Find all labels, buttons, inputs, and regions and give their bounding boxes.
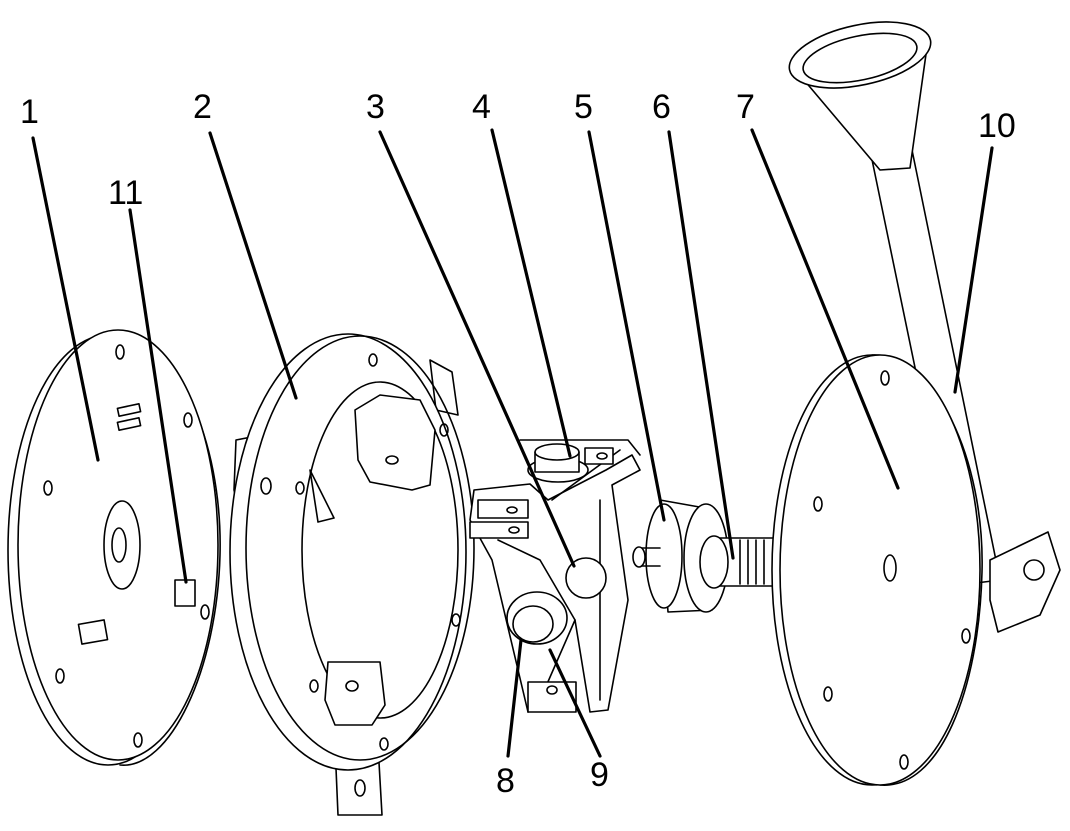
- part-1-rear-disc: [8, 330, 220, 765]
- leader-10: [955, 148, 992, 392]
- label-9: 9: [590, 756, 609, 794]
- part-6-shaft: [700, 536, 774, 588]
- label-1: 1: [20, 93, 39, 131]
- part-11-clip: [175, 580, 195, 606]
- label-6: 6: [652, 88, 671, 126]
- label-8: 8: [496, 762, 515, 800]
- label-2: 2: [193, 88, 212, 126]
- label-4: 4: [472, 88, 491, 126]
- label-10: 10: [978, 107, 1016, 145]
- part-7-front-disc: [772, 355, 982, 785]
- part-2-ring: [230, 334, 474, 815]
- leader-2: [210, 133, 296, 398]
- label-11: 11: [108, 174, 143, 212]
- part-4-pin: [528, 444, 588, 482]
- label-5: 5: [574, 88, 593, 126]
- leader-6: [669, 132, 733, 558]
- part-8-button: [507, 592, 567, 644]
- label-3: 3: [366, 88, 385, 126]
- label-7: 7: [736, 88, 755, 126]
